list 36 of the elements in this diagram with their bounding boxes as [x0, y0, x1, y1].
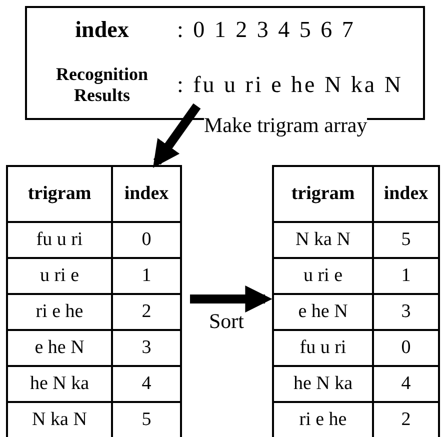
- index-cell: 5: [113, 403, 180, 437]
- column-header: index: [374, 167, 438, 223]
- trigram-cell: u ri e: [274, 259, 374, 295]
- trigram-cell: fu u ri: [8, 223, 113, 259]
- index-cell: 2: [113, 295, 180, 331]
- arrow: [190, 286, 272, 312]
- row-value: : 0 1 2 3 4 5 6 7: [177, 16, 356, 44]
- trigram-cell: N ka N: [8, 403, 113, 437]
- trigram-cell: u ri e: [8, 259, 113, 295]
- trigram-cell: he N ka: [8, 367, 113, 403]
- index-cell: 4: [113, 367, 180, 403]
- trigram-cell: N ka N: [274, 223, 374, 259]
- arrow: [152, 103, 201, 168]
- row-heading: Recognition Results: [55, 63, 149, 107]
- trigram-cell: fu u ri: [274, 331, 374, 367]
- trigram-table: [272, 165, 440, 437]
- index-cell: 0: [113, 223, 180, 259]
- trigram-table: [6, 165, 182, 437]
- row-heading: index: [74, 16, 130, 44]
- trigram-cell: ri e he: [274, 403, 374, 437]
- index-cell: 1: [374, 259, 438, 295]
- index-cell: 4: [374, 367, 438, 403]
- index-cell: 3: [113, 331, 180, 367]
- trigram-cell: he N ka: [274, 367, 374, 403]
- trigram-cell: e he N: [274, 295, 374, 331]
- row-value: : fu u ri e he N ka N: [177, 71, 404, 99]
- index-cell: 3: [374, 295, 438, 331]
- column-header: trigram: [8, 167, 113, 223]
- column-header: index: [113, 167, 180, 223]
- trigram-cell: e he N: [8, 331, 113, 367]
- index-cell: 1: [113, 259, 180, 295]
- index-cell: 0: [374, 331, 438, 367]
- column-header: trigram: [274, 167, 374, 223]
- index-cell: 5: [374, 223, 438, 259]
- index-cell: 2: [374, 403, 438, 437]
- trigram-cell: ri e he: [8, 295, 113, 331]
